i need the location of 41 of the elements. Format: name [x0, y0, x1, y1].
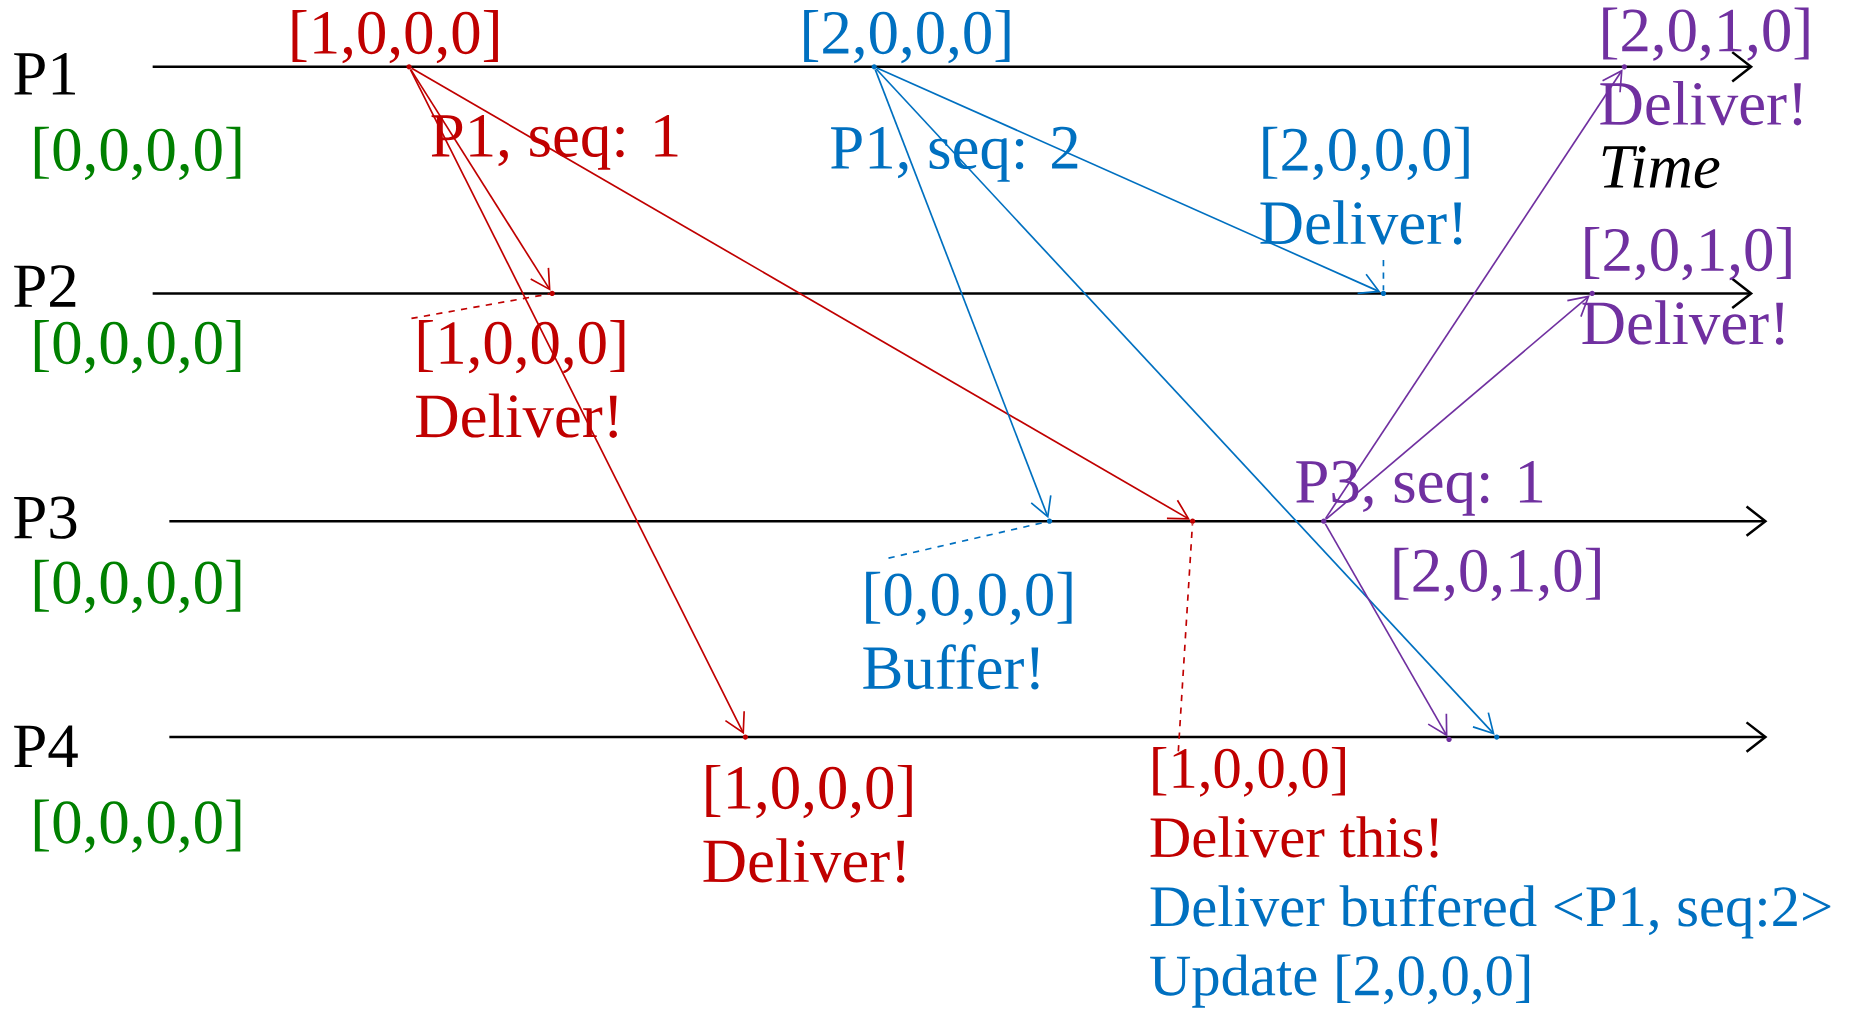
event-point [1446, 737, 1452, 743]
process-name: P1 [14, 53, 75, 95]
event-point [406, 64, 412, 70]
event-annotation: [1,0,0,0] [292, 10, 498, 64]
event-point [1046, 518, 1053, 524]
leader-line [1177, 523, 1194, 753]
event-point [742, 734, 748, 740]
message-arrow [409, 68, 745, 735]
process-name: P3 [14, 496, 77, 539]
event-point [1494, 734, 1500, 740]
process-name: P2 [14, 265, 76, 307]
event-point [549, 290, 555, 297]
event-annotation: [2,0,1,0] Deliver! [1600, 7, 1809, 126]
initial-vector-clock: [0,0,0,0] [34, 127, 241, 181]
time-label: Time [1602, 146, 1720, 189]
event-annotation: [2,0,0,0] Deliver! [1260, 127, 1469, 245]
event-point [871, 64, 877, 70]
initial-vector-clock: [0,0,0,0] [34, 799, 241, 853]
event-point [1589, 290, 1595, 297]
initial-vector-clock: [0,0,0,0] [34, 320, 241, 374]
event-annotation: [1,0,0,0] Deliver! [703, 765, 912, 883]
message-arrow [875, 68, 1495, 735]
event-point [1321, 518, 1327, 524]
leader-line [410, 293, 551, 320]
event-point [1380, 290, 1387, 297]
message-arrow [874, 68, 1052, 519]
initial-vector-clock: [0,0,0,0] [34, 559, 241, 614]
message-arrow [1325, 295, 1590, 521]
message-arrow [1324, 69, 1623, 520]
event-point [1621, 64, 1627, 70]
leader-line [1382, 259, 1385, 292]
event-point [1190, 518, 1196, 524]
message-arrow [876, 67, 1381, 295]
event-annotation: [2,0,1,0] [1394, 548, 1600, 602]
message-arrow [1324, 523, 1448, 737]
event-annotation: [2,0,1,0] Deliver! [1582, 227, 1791, 346]
event-annotation: [2,0,0,0] [804, 10, 1010, 64]
message-arrow [410, 67, 1190, 520]
event-annotation: [0,0,0,0] Buffer! [863, 571, 1072, 690]
process-name: P4 [14, 725, 78, 768]
event-annotation: [1,0,0,0] Deliver this! Deliver buffered <P1, seq:2> Update [2,0,0,0] [1150, 747, 1831, 1008]
